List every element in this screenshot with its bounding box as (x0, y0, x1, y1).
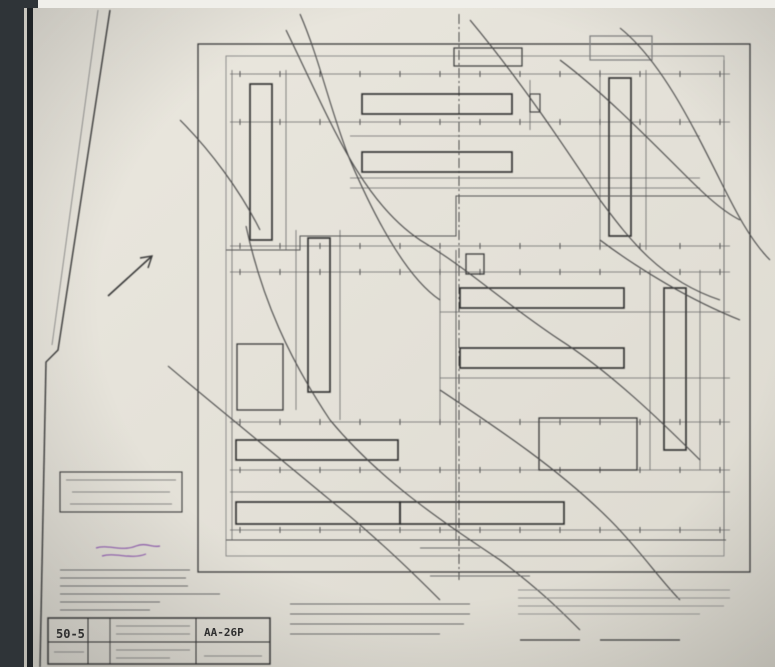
drawing-ink (39, 9, 771, 667)
block-top-1 (361, 93, 513, 115)
block-lower-1 (235, 439, 399, 461)
title-block (47, 617, 271, 665)
area-square-right (538, 417, 638, 471)
north-arrow-icon (107, 255, 154, 297)
area-square-left (236, 343, 284, 411)
notes-bottom-center (290, 547, 530, 635)
block-top-2 (361, 151, 513, 173)
block-mid-1 (459, 287, 625, 309)
block-right-vertical (608, 77, 632, 237)
block-center-vertical (307, 237, 331, 393)
block-bottom-2 (399, 501, 565, 525)
code-box-text: AA-26P (204, 626, 244, 639)
left-margin-line (39, 9, 111, 667)
sheet-number: 50-5 (56, 627, 85, 641)
purple-stamp (95, 543, 161, 557)
block-mid-2 (459, 347, 625, 369)
notes-lower-left (60, 569, 220, 611)
block-far-right-vertical (663, 287, 687, 451)
paper-sheet (24, 8, 775, 667)
top-label-box (453, 47, 523, 67)
building-blocks (235, 77, 687, 525)
notes-bottom-right (518, 589, 730, 641)
legend-box (59, 471, 183, 513)
block-left-vertical (249, 83, 273, 241)
site-boundary (197, 43, 751, 573)
